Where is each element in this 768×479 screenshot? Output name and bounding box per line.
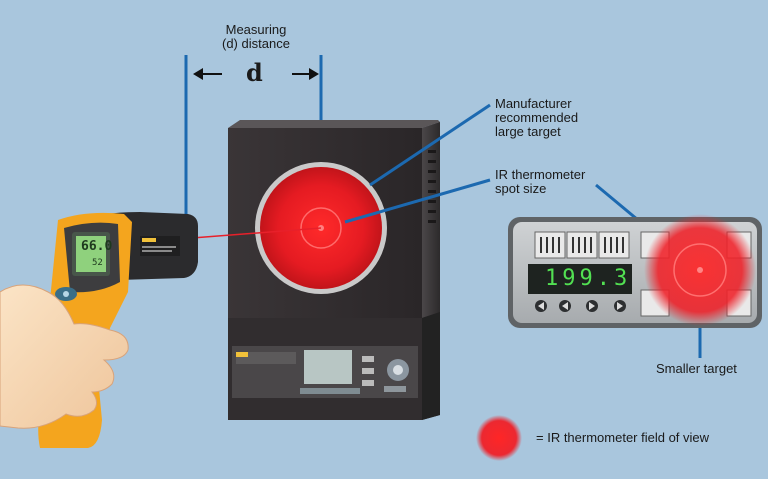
spot-size-label: IR thermometer spot size [495,167,586,196]
smaller-target-label: Smaller target [656,361,737,376]
thermometer-reading: 66.0 [81,239,113,254]
spot-size-circle [300,207,342,249]
hand [0,284,129,429]
thermometer-reading-sub: 52 [92,258,103,268]
measuring-distance-label: Measuring (d) distance [222,22,290,51]
large-target-label: Manufacturer recommended large target [495,96,579,139]
callout-large-target [369,103,491,187]
controller-display-value: 199.3 [545,266,632,291]
distance-symbol: d [246,58,263,87]
callout-spot-size [344,178,491,224]
laser-beam [191,227,322,239]
arrow-left-icon [193,68,222,80]
legend-label: = IR thermometer field of view [536,430,710,445]
arrow-right-icon [292,68,319,80]
legend-dot [476,415,522,461]
